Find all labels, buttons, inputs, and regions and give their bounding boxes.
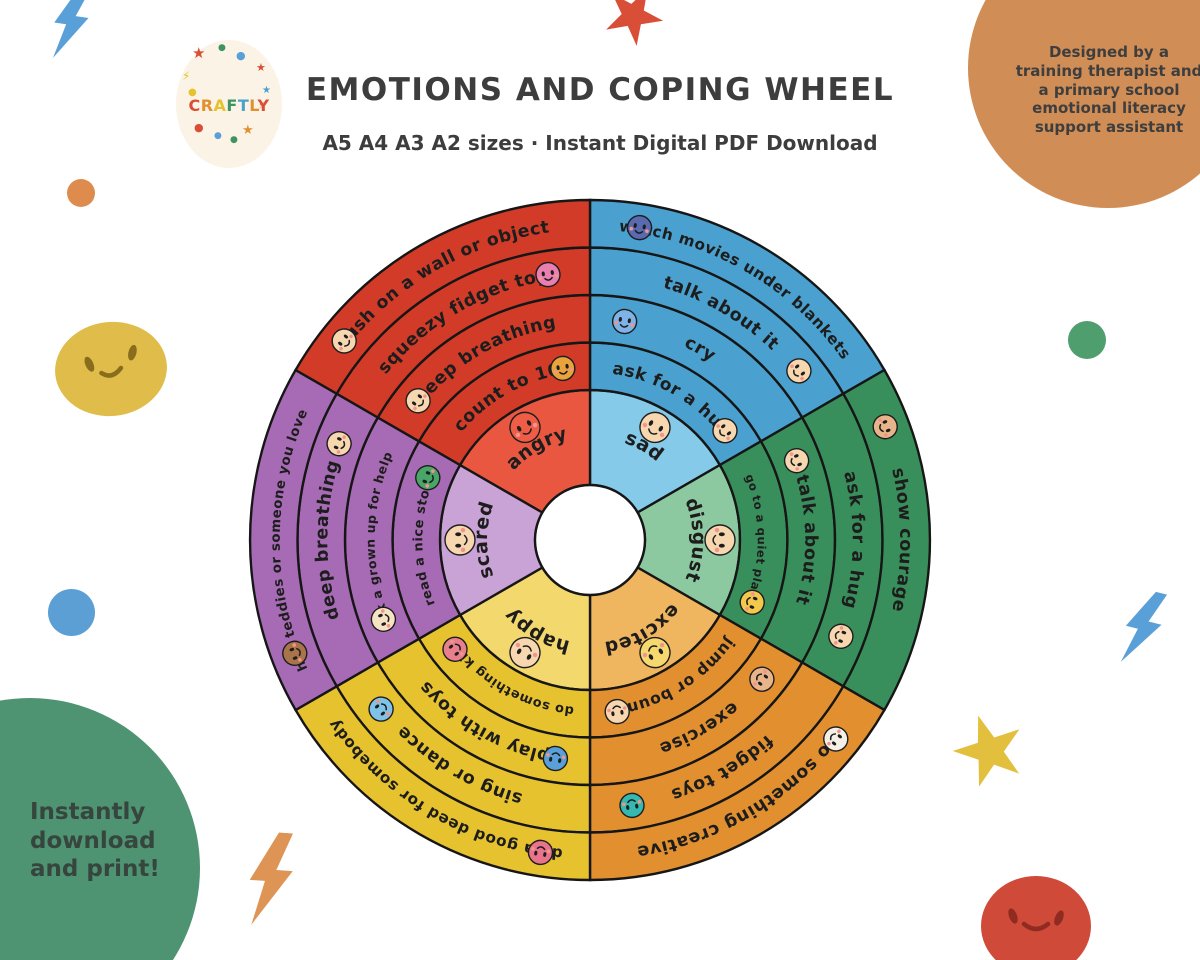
dot-decoration (67, 179, 95, 207)
dot-icon: ● (194, 121, 204, 134)
excited-character-icon (639, 636, 671, 669)
breathing-child-icon (405, 388, 431, 414)
courage-fists-icon (872, 414, 898, 440)
logo-letter: Y (257, 96, 270, 115)
counting-blocks-icon (550, 355, 576, 382)
pushing-hand-icon (331, 328, 357, 354)
movie-blanket-icon (626, 214, 653, 241)
scared-child-icon (444, 524, 476, 556)
smiley-blob-decoration (55, 321, 167, 417)
giving-heart-icon (442, 636, 468, 662)
craftly-logo: ★ ● ● ★ ⚡ ● ★ ● ● ★ ⚡ ● CRAFTLY (176, 40, 282, 168)
star-icon: ★ (192, 44, 206, 62)
logo-letter: R (200, 96, 214, 115)
designer-badge-text: Designed by a training therapist and a p… (1015, 43, 1200, 136)
wheel-segment-scared: read a nice storyask a grown up for help… (248, 368, 545, 712)
dot-icon: ● (214, 131, 222, 141)
squeezy-toy-icon (535, 261, 561, 288)
running-child-icon (749, 666, 775, 692)
coping-ring-angry-4 (293, 198, 592, 396)
toys-icon (542, 745, 569, 772)
happy-child-icon (509, 636, 541, 669)
lightning-bolt-decoration (249, 832, 294, 925)
smiley-blob-decoration (981, 876, 1091, 960)
download-badge: Instantly download and print! (0, 698, 200, 960)
star-decoration (952, 715, 1020, 787)
dot-decoration (1068, 321, 1106, 359)
designer-badge: Designed by a training therapist and a p… (968, 0, 1200, 208)
crying-face-icon (611, 308, 638, 335)
jumping-child-icon (604, 698, 630, 725)
helping-hand-icon (370, 606, 397, 632)
teddy-bear-icon (282, 640, 308, 666)
dot-decoration (48, 589, 95, 636)
storybook-icon (415, 465, 441, 491)
download-badge-text: Instantly download and print! (30, 799, 160, 883)
painting-icon (823, 726, 849, 752)
shush-face-icon (739, 589, 765, 615)
sad-crying-child-icon (639, 411, 671, 444)
logo-letter: L (249, 96, 258, 115)
dot-icon: ● (230, 135, 238, 145)
star-icon: ★ (242, 123, 254, 138)
page-subtitle: A5 A4 A3 A2 sizes · Instant Digital PDF … (322, 131, 878, 155)
heart-face-icon (527, 839, 554, 866)
hugging-people-icon (828, 623, 854, 649)
music-notes-icon (368, 696, 394, 722)
hug-baby-icon (712, 418, 738, 444)
logo-letter: T (237, 96, 250, 115)
talking-friends-icon (786, 358, 812, 384)
star-decoration (606, 0, 664, 46)
breathing-child-icon (326, 431, 352, 457)
logo-letter: C (188, 96, 201, 115)
dot-icon: ● (188, 87, 197, 98)
logo-letter: A (213, 96, 227, 115)
star-icon: ★ (256, 61, 266, 74)
talking-child-icon (783, 448, 810, 474)
wheel-center-hole (533, 483, 647, 597)
lightning-icon: ⚡ (258, 101, 266, 112)
dot-icon: ● (218, 43, 226, 53)
logo-letter: F (226, 96, 238, 115)
lightning-bolt-decoration (53, 0, 91, 58)
disgusted-child-icon (704, 524, 736, 556)
emotions-coping-wheel: ask for a hugcrytalk about itwatch movie… (248, 198, 932, 882)
logo-text: CRAFTLY (176, 96, 282, 115)
page-title: EMOTIONS AND COPING WHEEL (305, 72, 895, 108)
star-icon: ★ (262, 85, 271, 96)
lightning-bolt-decoration (1120, 591, 1168, 662)
angry-face-icon (509, 411, 541, 444)
lightning-icon: ⚡ (182, 69, 191, 83)
fidget-spinner-icon (619, 792, 645, 819)
dot-icon: ● (236, 49, 246, 62)
